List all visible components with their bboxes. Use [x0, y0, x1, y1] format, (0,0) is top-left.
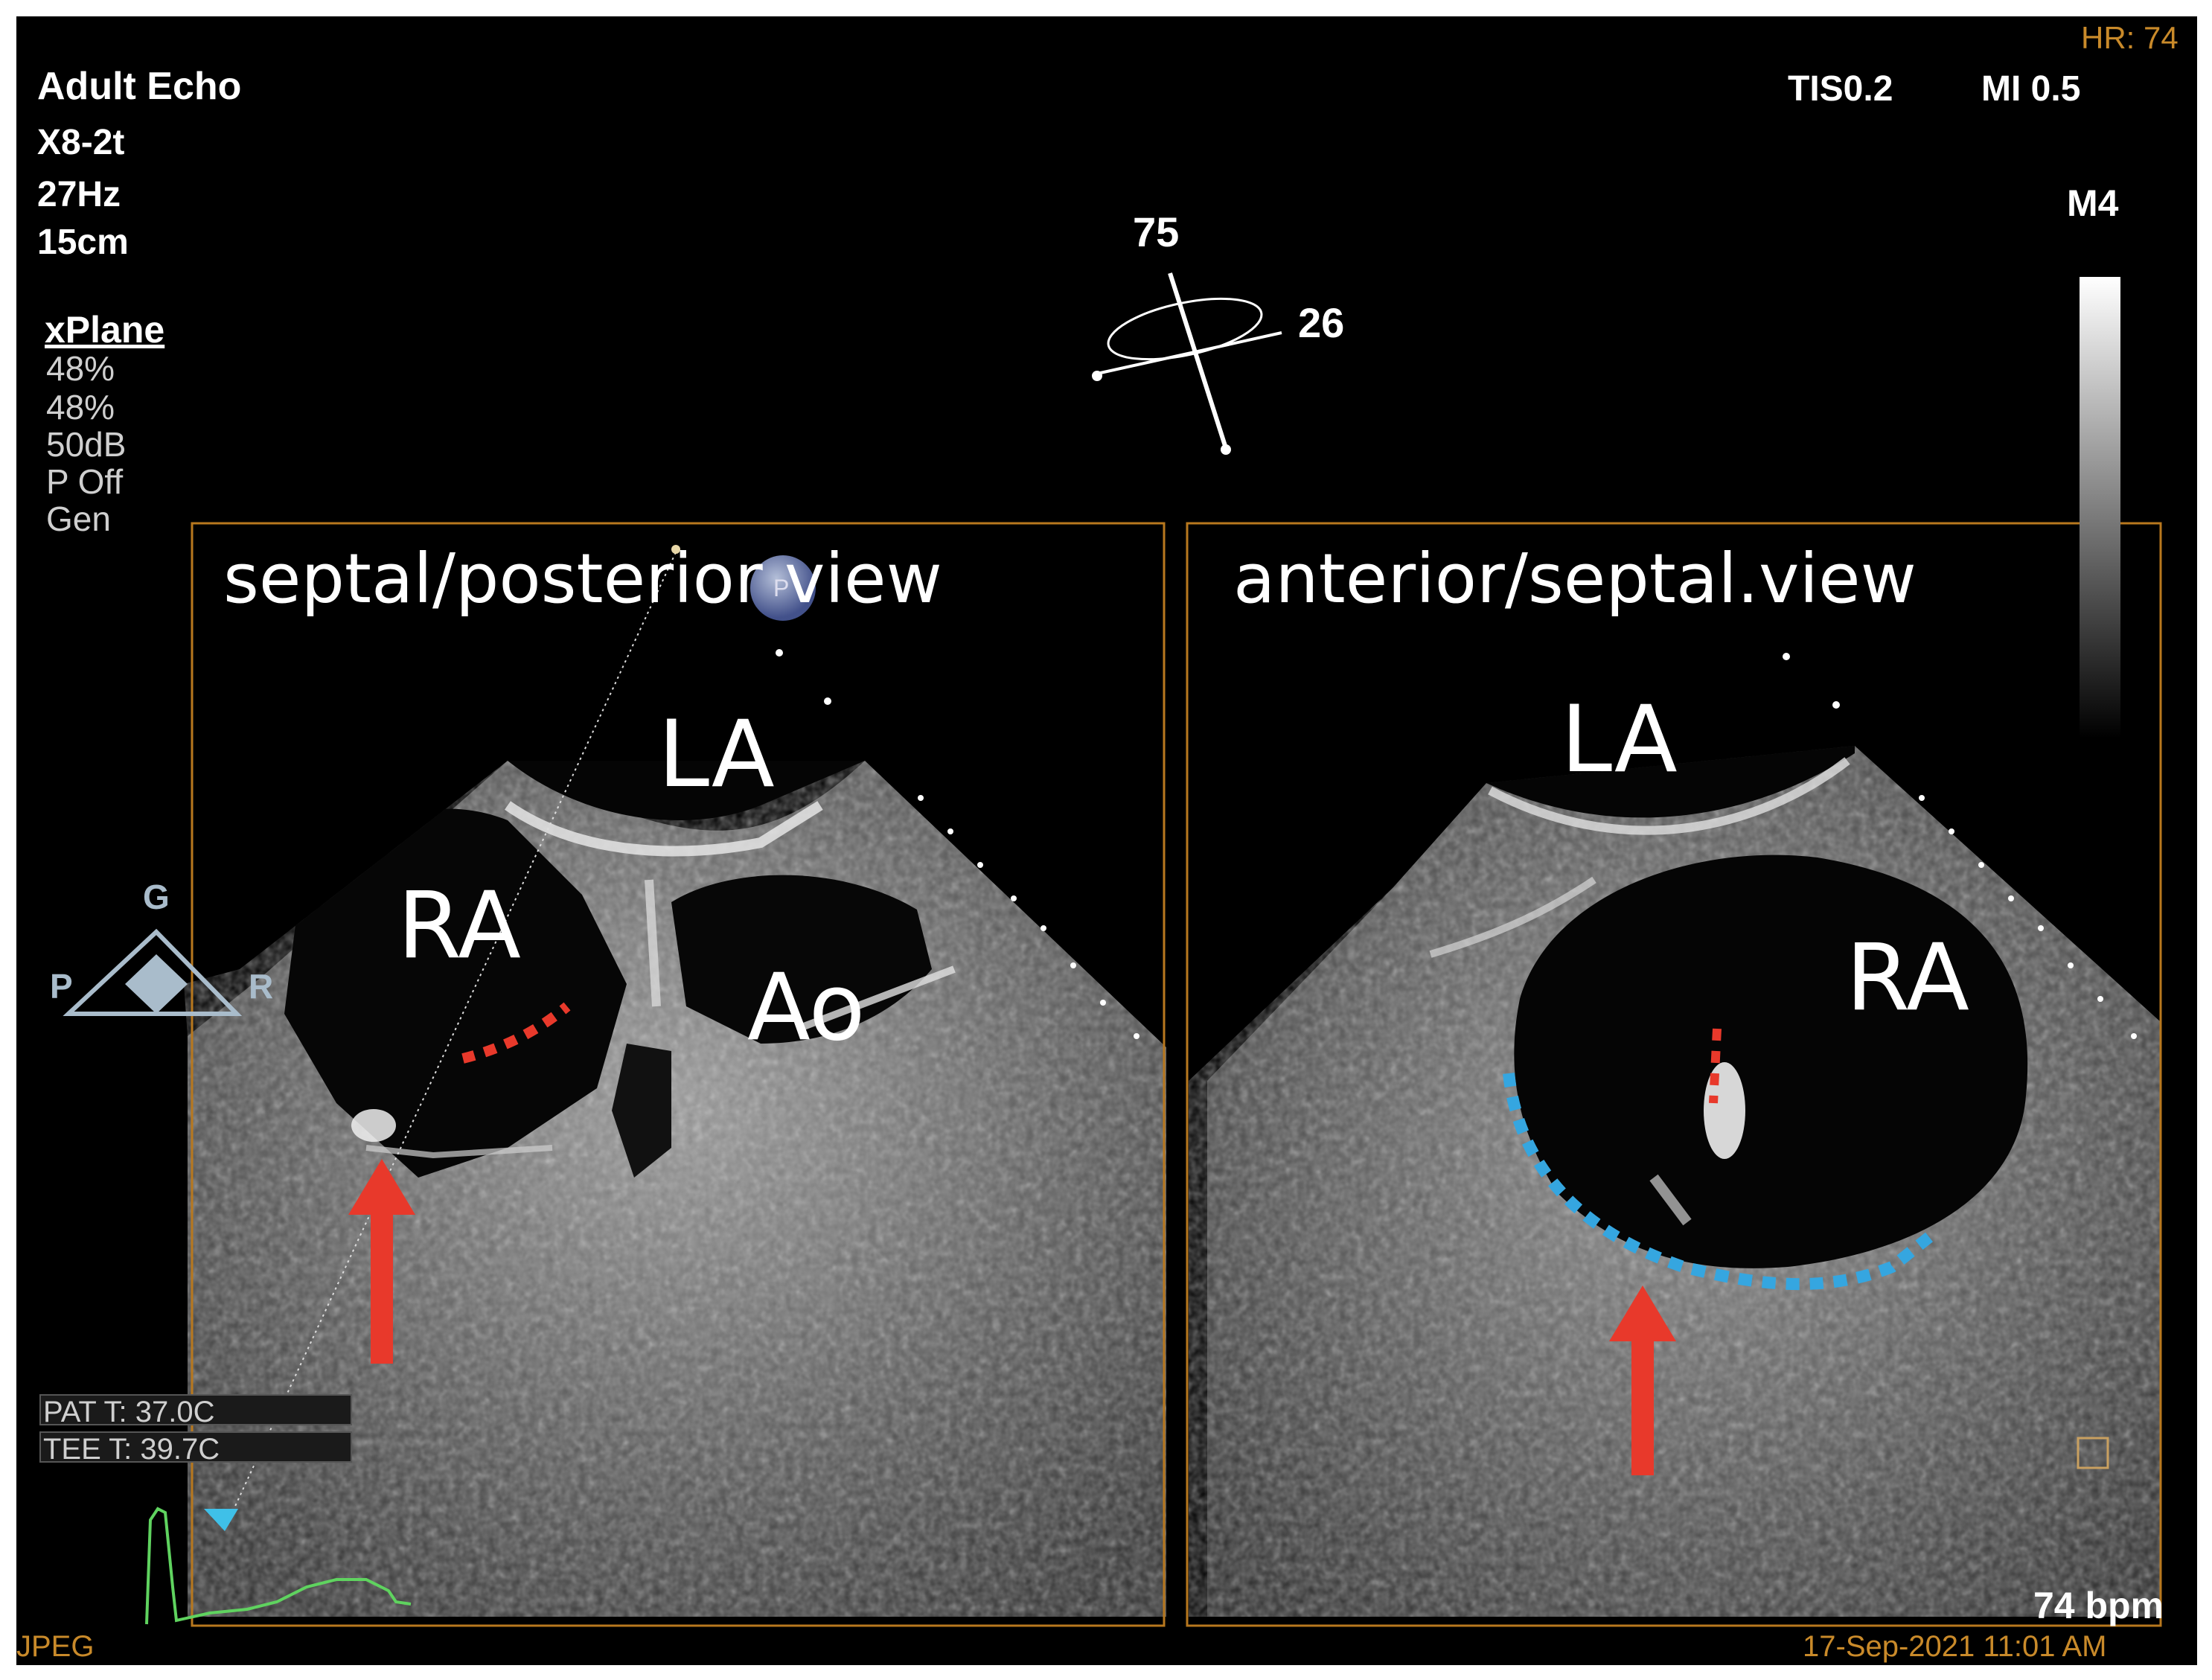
- left-view-box: [191, 522, 1166, 1627]
- ecg-trace: [145, 1507, 412, 1625]
- right-view-title: anterior/septal.view: [1233, 539, 1917, 619]
- setting-power: P Off: [46, 462, 124, 501]
- xplane-title: xPlane: [45, 309, 165, 351]
- right-la-label: LA: [1561, 686, 1678, 793]
- right-sector: [1189, 653, 2160, 1617]
- plane-angle-secondary: 26: [1298, 299, 1345, 346]
- left-sector: [184, 649, 1166, 1617]
- orientation-top: G: [143, 878, 170, 916]
- left-ao-label: Ao: [747, 954, 866, 1061]
- probe-label: X8-2t: [37, 123, 125, 162]
- patient-temperature: PAT T: 37.0C: [43, 1396, 215, 1428]
- left-view-title: septal/posterior view: [223, 539, 942, 619]
- cursor-triangle-icon: [204, 1509, 238, 1531]
- depth-label: 15cm: [37, 223, 129, 262]
- mi-label: MI 0.5: [1981, 69, 2081, 109]
- plane-indicator-icon: [1092, 272, 1282, 455]
- echo-screen: Adult Echo X8-2t 27Hz 15cm xPlane 48% 48…: [16, 16, 2197, 1665]
- xplane-guide-line: [231, 552, 677, 1513]
- plane-angle-primary: 75: [1133, 208, 1180, 255]
- left-la-label: LA: [658, 701, 775, 808]
- setting-gain-2: 48%: [46, 388, 115, 427]
- red-arrow-left-icon: [348, 1159, 415, 1364]
- setting-dynamic-range: 50dB: [46, 425, 127, 464]
- timestamp-label: 17-Sep-2021 11:01 AM: [1803, 1630, 2107, 1663]
- bpm-label: 74 bpm: [2033, 1585, 2164, 1626]
- tis-label: TIS0.2: [1788, 69, 1893, 109]
- frame-rate-label: 27Hz: [37, 175, 121, 214]
- orientation-triangle-icon: [63, 928, 243, 1016]
- roi-square-icon: [2077, 1437, 2109, 1469]
- setting-gain-1: 48%: [46, 349, 115, 388]
- grayscale-bar: [2080, 277, 2120, 738]
- orientation-left: P: [50, 967, 73, 1006]
- red-arrow-right-icon: [1609, 1285, 1676, 1475]
- heart-rate-label: HR: 74: [2081, 20, 2179, 55]
- p-marker-label: P: [773, 575, 790, 601]
- right-view-box: [1186, 522, 2162, 1627]
- p-marker-icon: [750, 555, 816, 621]
- setting-mode: Gen: [46, 499, 111, 538]
- mode-label: Adult Echo: [37, 65, 242, 108]
- right-ra-label: RA: [1846, 924, 1969, 1032]
- orientation-right: R: [249, 967, 274, 1006]
- tee-temperature: TEE T: 39.7C: [43, 1433, 220, 1466]
- map-label: M4: [2067, 182, 2119, 224]
- left-ra-label: RA: [397, 872, 521, 980]
- format-label: JPEG: [16, 1630, 95, 1663]
- echo-graphics: [39, 272, 2162, 1627]
